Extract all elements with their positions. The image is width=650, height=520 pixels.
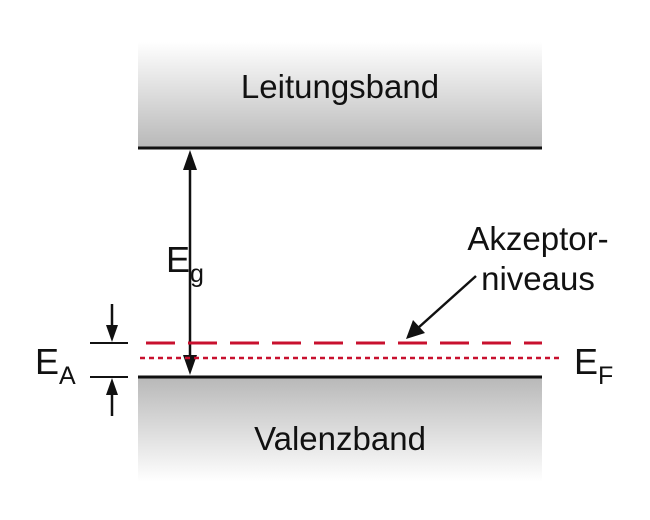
band-gap-arrowhead-down xyxy=(183,355,197,375)
acceptor-pointer-arrowhead xyxy=(406,320,425,339)
conduction-band-label: Leitungsband xyxy=(241,68,439,105)
acceptor-label-line2: niveaus xyxy=(481,260,595,297)
band-gap-label: Eg xyxy=(166,239,204,288)
valence-band-label: Valenzband xyxy=(254,420,426,457)
ea-arrowhead-up xyxy=(106,378,118,395)
acceptor-label-line1: Akzeptor- xyxy=(467,220,608,257)
conduction-band xyxy=(138,42,542,148)
acceptor-energy-label: EA xyxy=(35,341,76,390)
valence-band xyxy=(138,377,542,482)
acceptor-pointer-arrow xyxy=(417,275,477,329)
ea-arrowhead-down xyxy=(106,325,118,342)
band-gap-arrowhead-up xyxy=(183,150,197,170)
fermi-level-label: EF xyxy=(574,341,613,390)
